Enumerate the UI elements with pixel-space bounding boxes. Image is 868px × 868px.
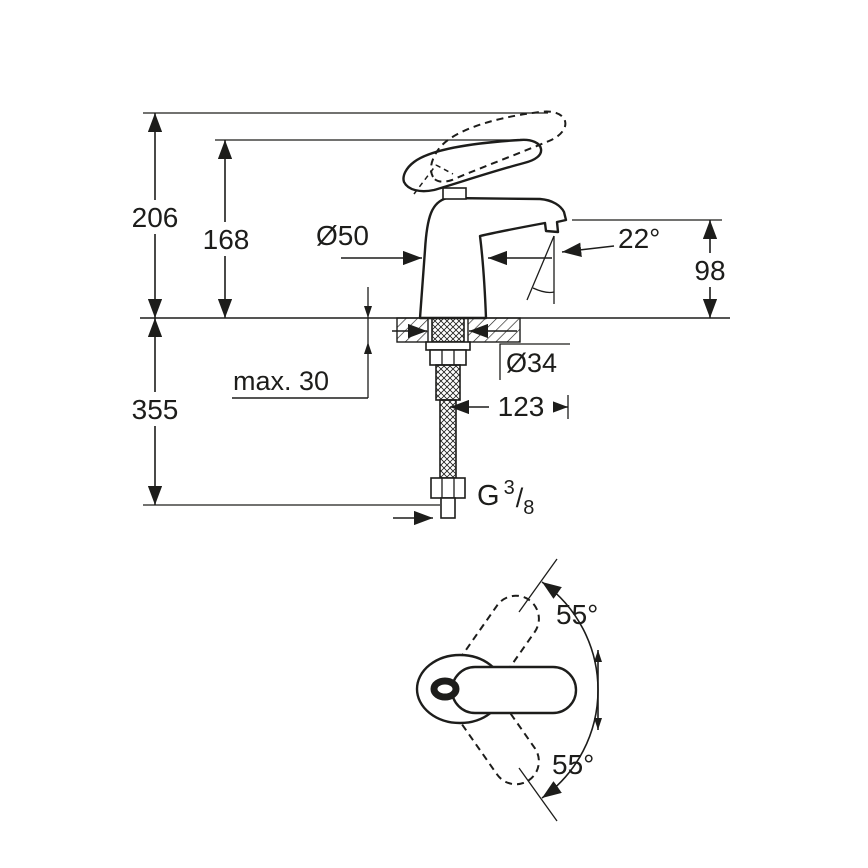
ref-arrow-down [594,718,602,730]
swivel-leg-up [518,558,558,613]
label-bg [685,253,735,287]
lever-handle [402,138,543,193]
spout-outlet-top [430,677,460,701]
dim-label-max30: max. 30 [233,366,329,396]
lever-pivot-dashed [413,164,454,195]
thread-g: G [477,480,500,512]
dim-label-206: 206 [132,202,179,233]
thread-slash: / [516,483,524,513]
deck-hatch-right [467,317,521,343]
dim-label-355: 355 [132,394,179,425]
max30-arrow-up [364,342,372,354]
lever-handle-raised-dashed [429,110,567,183]
hose-tailpiece [440,497,456,519]
thread-denominator: 8 [523,497,534,519]
mounting-nut [429,349,467,366]
swivel-arc-up [541,581,599,691]
dim-label-168: 168 [203,224,250,255]
dim-label-22deg: 22° [618,223,660,254]
d34-bracket [499,343,570,380]
angle-arc-22 [532,287,555,294]
max30-arrow-down [364,306,372,318]
dim-label-55-bottom: 55° [552,749,594,780]
lever-swivel-down-dashed [447,673,540,786]
label-bg [195,222,257,256]
lever-joint [442,187,467,200]
dim-label-d34: Ø34 [506,348,557,378]
dim-label-123: 123 [498,391,545,422]
angle-leader-22 [561,242,615,257]
swivel-arc-down [541,689,599,799]
label-bg [123,200,187,234]
flexible-hose [439,399,457,479]
angle-ref-slanted [526,235,555,301]
dim-label-d50: Ø50 [316,220,369,251]
label-bg [489,391,553,423]
ref-arrow-up [594,650,602,662]
faucet-side-view: 206 168 355 98 Ø50 22° max. 30 Ø34 [123,110,735,526]
dim-label-98: 98 [694,255,725,286]
deck-hatch-left [396,317,429,343]
lever-swivel-up-dashed [447,594,540,707]
lever-top [450,665,578,715]
faucet-body-spout [418,196,568,320]
swivel-leg-down [518,767,558,822]
faucet-top-view: 55° 55° [415,558,602,822]
hose-nut [430,477,466,499]
dim-label-55-top: 55° [556,599,598,630]
mounting-washer [425,341,471,351]
shank-through-deck [431,317,465,343]
label-bg [123,392,187,426]
threaded-shank [435,364,461,401]
thread-numerator: 3 [504,477,515,499]
